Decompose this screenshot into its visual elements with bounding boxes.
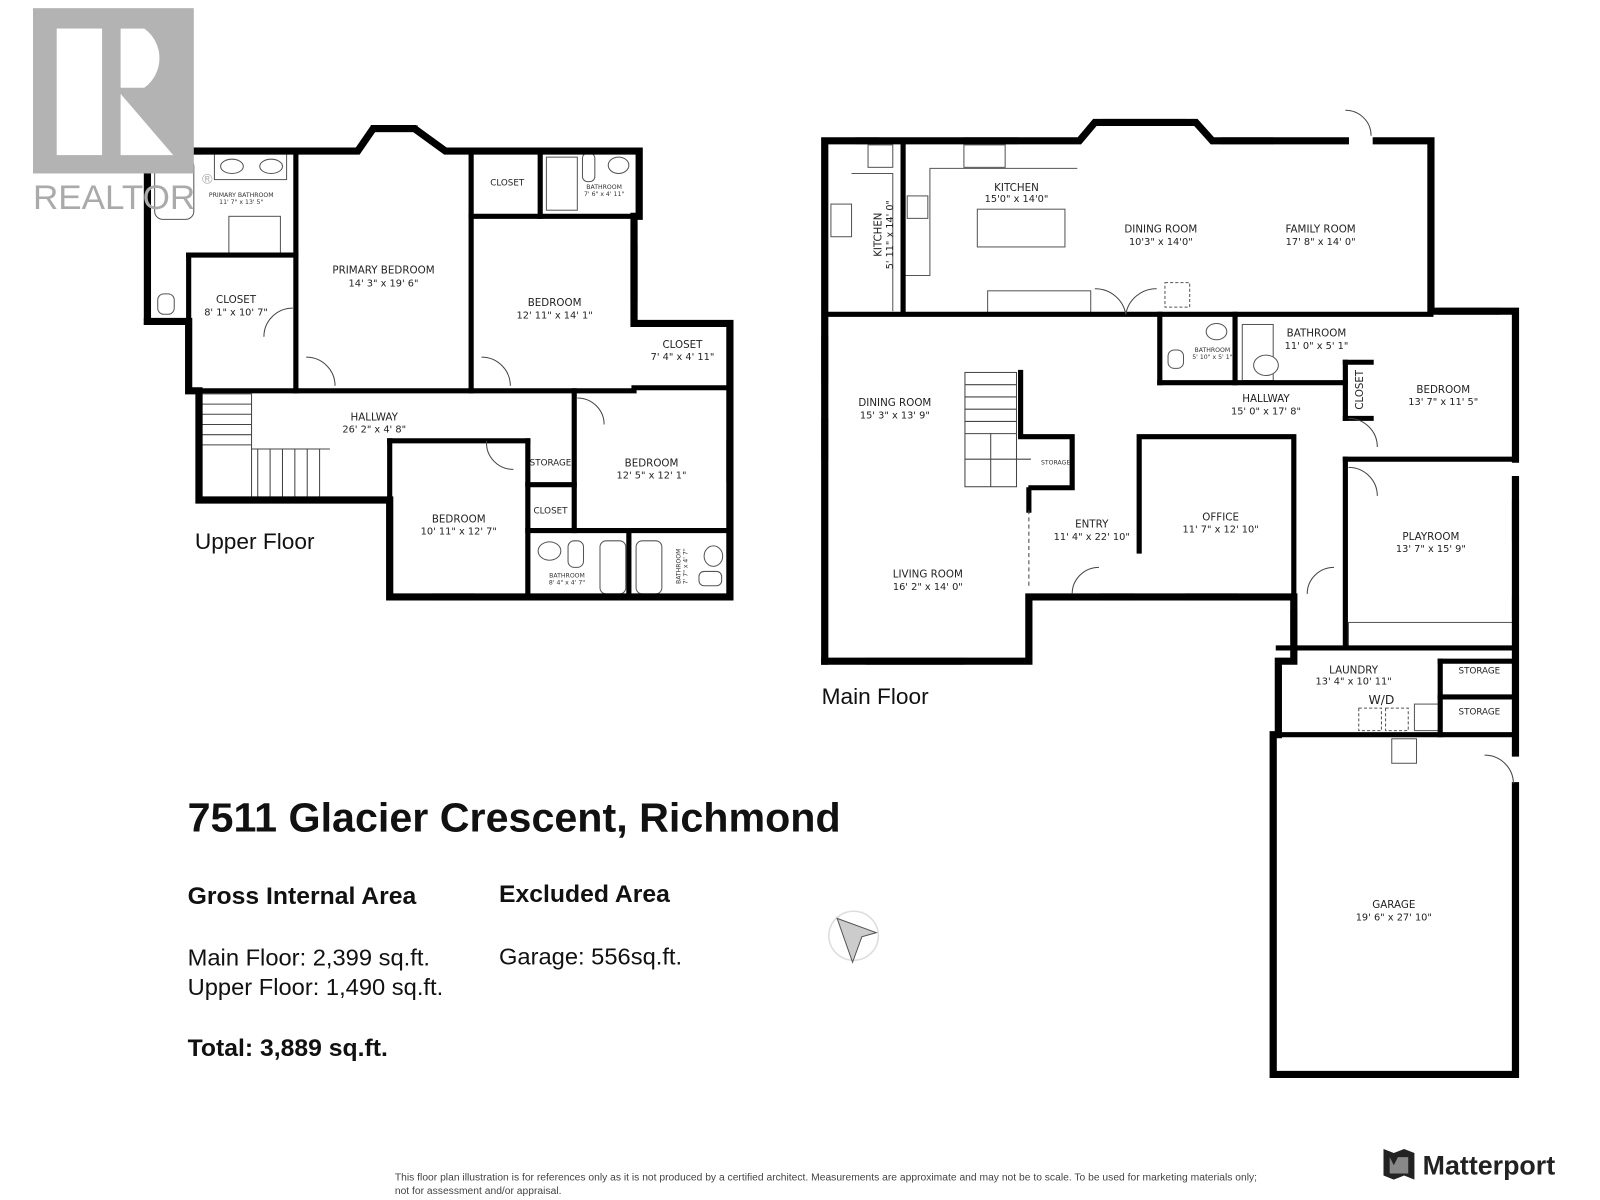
room-name: KITCHEN xyxy=(994,182,1039,194)
total-area: Total: 3,889 sq.ft. xyxy=(188,1035,388,1062)
realtor-logo: REALTOR ® xyxy=(32,8,213,217)
room-name: BATHROOM xyxy=(549,573,585,580)
room-dims: 16' 2" x 14' 0" xyxy=(893,582,963,593)
room-name: STORAGE xyxy=(1041,459,1071,466)
room-name: LAUNDRY xyxy=(1329,665,1379,677)
room-name: CLOSET xyxy=(534,506,569,516)
room-dims: 14' 3" x 19' 6" xyxy=(349,279,419,290)
room-name: STORAGE xyxy=(1459,707,1501,717)
upper-floor-labels: PRIMARY BATHROOM 11' 7" x 13' 5" PRIMARY… xyxy=(195,179,715,587)
room-dims: 8' 1" x 10' 7" xyxy=(204,307,268,318)
area-summary: 7511 Glacier Crescent, Richmond Gross In… xyxy=(188,795,841,1062)
room-name: KITCHEN xyxy=(872,213,884,257)
room-name: LIVING ROOM xyxy=(893,569,963,581)
room-dims: 15' 3" x 13' 9" xyxy=(860,410,930,421)
room-name: BATHROOM xyxy=(586,184,622,191)
upper-floor-plan xyxy=(143,125,734,601)
room-name: PRIMARY BEDROOM xyxy=(332,265,434,277)
room-name: CLOSET xyxy=(1354,369,1366,409)
room-dims: 12' 5" x 12' 1" xyxy=(617,471,687,482)
room-dims: 5' 11" x 14' 0" xyxy=(885,200,896,269)
room-name: BATHROOM xyxy=(675,549,682,584)
room-name: BATHROOM xyxy=(1287,328,1347,340)
disclaimer-line-1: This floor plan illustration is for refe… xyxy=(395,1173,1257,1184)
room-dims: 10'3" x 14'0" xyxy=(1129,237,1193,248)
room-name: FAMILY ROOM xyxy=(1286,224,1356,236)
garage-area: Garage: 556sq.ft. xyxy=(499,943,682,969)
room-name: CLOSET xyxy=(662,339,703,351)
room-name: DINING ROOM xyxy=(858,397,931,409)
room-name: PLAYROOM xyxy=(1402,531,1459,543)
room-name: PRIMARY BATHROOM xyxy=(209,192,274,199)
room-dims: 8' 4" x 4' 7" xyxy=(549,580,585,587)
room-dims: 26' 2" x 4' 8" xyxy=(342,425,406,436)
matterport-logo: Matterport xyxy=(1383,1148,1556,1181)
upper-stairs xyxy=(201,393,330,499)
compass-icon xyxy=(828,910,880,964)
room-dims: 7' 4" x 4' 11" xyxy=(651,352,715,363)
room-dims: 11' 4" x 22' 10" xyxy=(1054,532,1130,543)
disclaimer-line-2: not for assessment and/or appraisal. xyxy=(395,1186,562,1197)
room-name: BEDROOM xyxy=(1416,384,1470,396)
room-dims: 7' 6" x 4' 11" xyxy=(584,191,624,198)
room-dims: 11' 7" x 13' 5" xyxy=(219,199,263,206)
room-dims: 7' 7" x 4' 7" xyxy=(683,548,690,584)
room-name: BEDROOM xyxy=(625,457,679,469)
realtor-registered-mark: ® xyxy=(202,172,213,188)
room-name: ENTRY xyxy=(1075,519,1109,531)
room-name: BEDROOM xyxy=(528,297,582,309)
room-dims: 5' 10" x 5' 1" xyxy=(1192,354,1232,361)
room-name: GARAGE xyxy=(1372,899,1415,911)
room-name: STORAGE xyxy=(530,458,572,468)
property-address: 7511 Glacier Crescent, Richmond xyxy=(188,795,841,841)
washer-dryer-label: W/D xyxy=(1368,693,1394,707)
main-floor-area: Main Floor: 2,399 sq.ft. xyxy=(188,944,430,970)
room-name: HALLWAY xyxy=(350,411,398,423)
realtor-logo-text: REALTOR xyxy=(33,178,195,217)
room-dims: 17' 8" x 14' 0" xyxy=(1286,237,1356,248)
main-floor-labels: KITCHEN 5' 11" x 14' 0" KITCHEN 15'0" x … xyxy=(822,182,1501,924)
room-dims: 11' 7" x 12' 10" xyxy=(1183,525,1259,536)
room-dims: 11' 0" x 5' 1" xyxy=(1285,341,1349,352)
upper-floor-area: Upper Floor: 1,490 sq.ft. xyxy=(188,974,444,1000)
room-dims: 15'0" x 14'0" xyxy=(985,194,1049,205)
main-stairs xyxy=(964,371,1031,488)
room-dims: 10' 11" x 12' 7" xyxy=(421,527,497,538)
room-name: BEDROOM xyxy=(432,513,486,525)
room-name: OFFICE xyxy=(1202,511,1239,523)
matterport-logo-text: Matterport xyxy=(1423,1151,1556,1181)
room-dims: 19' 6" x 27' 10" xyxy=(1356,912,1432,923)
room-name: BATHROOM xyxy=(1195,347,1231,354)
room-dims: 15' 0" x 17' 8" xyxy=(1231,406,1301,417)
room-name: STORAGE xyxy=(1459,667,1501,677)
room-dims: 13' 7" x 11' 5" xyxy=(1408,397,1478,408)
room-dims: 12' 11" x 14' 1" xyxy=(517,310,593,321)
main-floor-label: Main Floor xyxy=(822,684,930,709)
gross-area-heading: Gross Internal Area xyxy=(188,883,417,910)
room-name: CLOSET xyxy=(490,179,525,189)
room-name: HALLWAY xyxy=(1242,393,1290,405)
room-dims: 13' 7" x 15' 9" xyxy=(1396,544,1466,555)
upper-floor-label: Upper Floor xyxy=(195,529,315,554)
excluded-area-heading: Excluded Area xyxy=(499,881,670,908)
room-name: CLOSET xyxy=(216,294,257,306)
room-name: DINING ROOM xyxy=(1124,224,1197,236)
main-floor-plan xyxy=(821,109,1520,1079)
room-dims: 13' 4" x 10' 11" xyxy=(1316,677,1392,688)
